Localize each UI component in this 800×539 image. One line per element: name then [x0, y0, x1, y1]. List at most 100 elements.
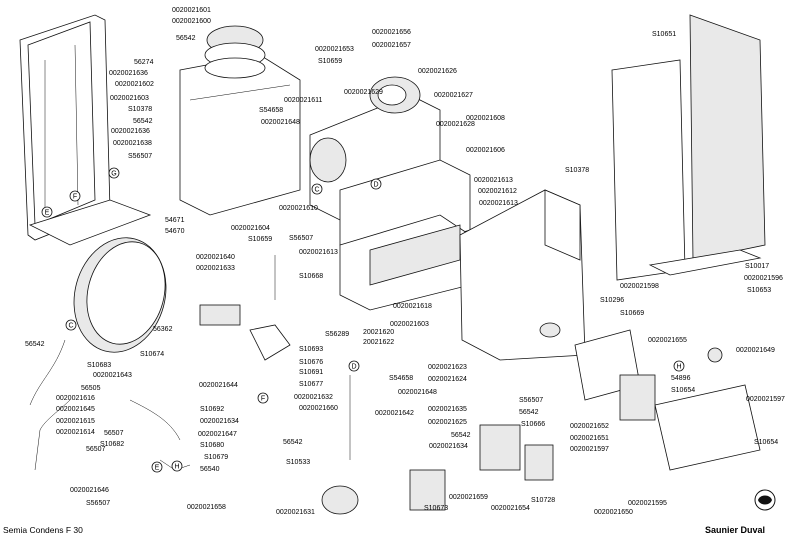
part-label: 0020021600 — [172, 18, 211, 25]
part-label: 0020021613 — [474, 177, 513, 184]
part-label: 0020021658 — [187, 504, 226, 511]
boiler-frame — [19, 14, 152, 246]
part-label: 0020021606 — [466, 147, 505, 154]
svg-text:H: H — [676, 364, 681, 371]
part-label: S10669 — [620, 310, 644, 317]
part-label: 0020021625 — [428, 419, 467, 426]
part-label: 0020021601 — [172, 7, 211, 14]
svg-text:E: E — [155, 465, 160, 472]
part-label: 56507 — [86, 446, 106, 453]
part-label: 0020021613 — [299, 249, 338, 256]
part-label: 0020021656 — [372, 29, 411, 36]
part-label: 0020021612 — [478, 188, 517, 195]
part-label: 54670 — [165, 228, 185, 235]
part-label: 0020021616 — [56, 395, 95, 402]
part-label: 0020021634 — [200, 418, 239, 425]
part-label: 0020021603 — [110, 95, 149, 102]
part-label: S10677 — [299, 381, 323, 388]
part-label: S10378 — [565, 167, 589, 174]
part-label: 0020021652 — [570, 423, 609, 430]
part-label: 0020021659 — [449, 494, 488, 501]
fan-unit — [369, 76, 421, 114]
part-label: 0020021635 — [428, 406, 467, 413]
part-label: S10654 — [671, 387, 695, 394]
part-label: 0020021623 — [428, 364, 467, 371]
svg-text:C: C — [68, 323, 73, 330]
part-label: 56274 — [134, 59, 154, 66]
part-label: S10692 — [200, 406, 224, 413]
part-label: 0020021603 — [390, 321, 429, 328]
part-label: 0020021634 — [429, 443, 468, 450]
part-label: 0020021644 — [199, 382, 238, 389]
part-label: 0020021604 — [231, 225, 270, 232]
part-label: 0020021636 — [109, 70, 148, 77]
part-label: S10691 — [299, 369, 323, 376]
heat-exchanger — [309, 94, 471, 311]
svg-text:D: D — [351, 364, 356, 371]
part-label: S54658 — [389, 375, 413, 382]
part-label: S10680 — [200, 442, 224, 449]
part-label: S10659 — [318, 58, 342, 65]
part-label: 0020021640 — [196, 254, 235, 261]
callout-H2: H — [171, 460, 183, 472]
part-label: S10651 — [652, 31, 676, 38]
callout-F2: F — [257, 392, 269, 404]
part-label: 0020021650 — [594, 509, 633, 516]
part-label: S56507 — [86, 500, 110, 507]
part-label: 56542 — [133, 118, 153, 125]
part-label: S10378 — [128, 106, 152, 113]
part-label: 0020021602 — [115, 81, 154, 88]
part-label: S56507 — [128, 153, 152, 160]
model-name: Semia Condens F 30 — [3, 525, 83, 535]
part-label: 20021620 — [363, 329, 394, 336]
part-label: S10693 — [299, 346, 323, 353]
part-label: 0020021638 — [113, 140, 152, 147]
part-label: 56542 — [519, 409, 539, 416]
part-label: 0020021598 — [620, 283, 659, 290]
part-label: 20021622 — [363, 339, 394, 346]
part-label: S10659 — [248, 236, 272, 243]
part-label: S10674 — [140, 351, 164, 358]
part-label: 0020021633 — [196, 265, 235, 272]
part-label: 0020021614 — [56, 429, 95, 436]
part-label: 56505 — [81, 385, 101, 392]
svg-text:F: F — [73, 194, 77, 201]
part-label: 56542 — [176, 35, 196, 42]
part-label: S54658 — [259, 107, 283, 114]
part-label: 0020021648 — [261, 119, 300, 126]
chassis-plate — [179, 25, 301, 216]
expansion-vessel — [73, 237, 167, 353]
part-label: 0020021626 — [418, 68, 457, 75]
part-labels: 0020021601 0020021600 56542 56274 0020021636… — [25, 7, 785, 516]
part-label: 0020021647 — [198, 431, 237, 438]
svg-text:F: F — [261, 396, 265, 403]
part-label: 0020021597 — [570, 446, 609, 453]
part-label: S10654 — [754, 439, 778, 446]
part-label: S10296 — [600, 297, 624, 304]
part-label: 0020021627 — [434, 92, 473, 99]
part-label: 0020021655 — [648, 337, 687, 344]
part-label: S10017 — [745, 263, 769, 270]
part-label: 0020021657 — [372, 42, 411, 49]
callout-G: G — [108, 167, 120, 179]
part-label: 0020021628 — [436, 121, 475, 128]
part-label: 0020021597 — [746, 396, 785, 403]
callout-C2: C — [65, 319, 77, 331]
part-label: 0020021653 — [315, 46, 354, 53]
part-label: 56362 — [153, 326, 173, 333]
plumbing — [29, 255, 554, 515]
callout-C1: C — [311, 183, 323, 195]
part-label: 56540 — [200, 466, 220, 473]
part-label: 0020021642 — [375, 410, 414, 417]
part-label: 0020021596 — [744, 275, 783, 282]
svg-text:G: G — [111, 171, 116, 178]
part-label: S10533 — [286, 459, 310, 466]
callout-H1: H — [673, 360, 685, 372]
svg-text:D: D — [373, 182, 378, 189]
callout-D2: D — [348, 360, 360, 372]
brand-name: Saunier Duval — [705, 525, 765, 535]
part-label: 0020021613 — [479, 200, 518, 207]
part-label: 0020021646 — [70, 487, 109, 494]
part-label: S10728 — [531, 497, 555, 504]
part-label: 0020021632 — [294, 394, 333, 401]
